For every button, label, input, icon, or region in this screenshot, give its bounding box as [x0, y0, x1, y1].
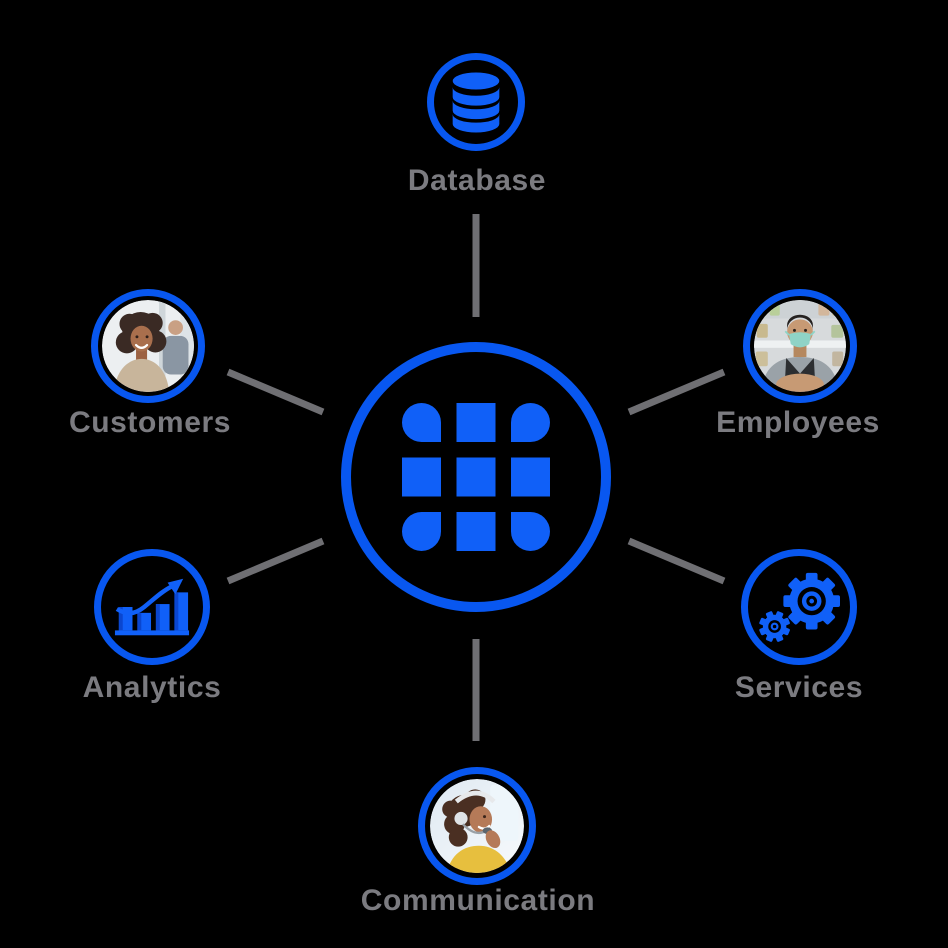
- communication-photo: [430, 779, 524, 873]
- customers-photo: [102, 300, 194, 392]
- database-icon: [452, 71, 500, 133]
- connector-employees: [627, 368, 726, 416]
- app-grid-icon: [402, 403, 550, 551]
- connector-services: [627, 537, 726, 585]
- analytics-label: Analytics: [82, 671, 222, 704]
- employees-label: Employees: [716, 406, 880, 439]
- database-node: [427, 53, 525, 151]
- analytics-node: [94, 549, 210, 665]
- employees-node: [743, 289, 857, 403]
- connector-analytics: [226, 537, 325, 585]
- services-label: Services: [734, 671, 864, 704]
- services-gears-icon: [759, 572, 840, 642]
- connector-customers: [226, 368, 325, 416]
- analytics-icon: [114, 578, 190, 636]
- hub-node: [341, 342, 611, 612]
- customers-node: [91, 289, 205, 403]
- communication-label: Communication: [360, 884, 596, 917]
- employees-photo: [754, 300, 846, 392]
- services-node: [741, 549, 857, 665]
- database-label: Database: [407, 164, 547, 197]
- customers-label: Customers: [68, 406, 232, 439]
- communication-node: [418, 767, 536, 885]
